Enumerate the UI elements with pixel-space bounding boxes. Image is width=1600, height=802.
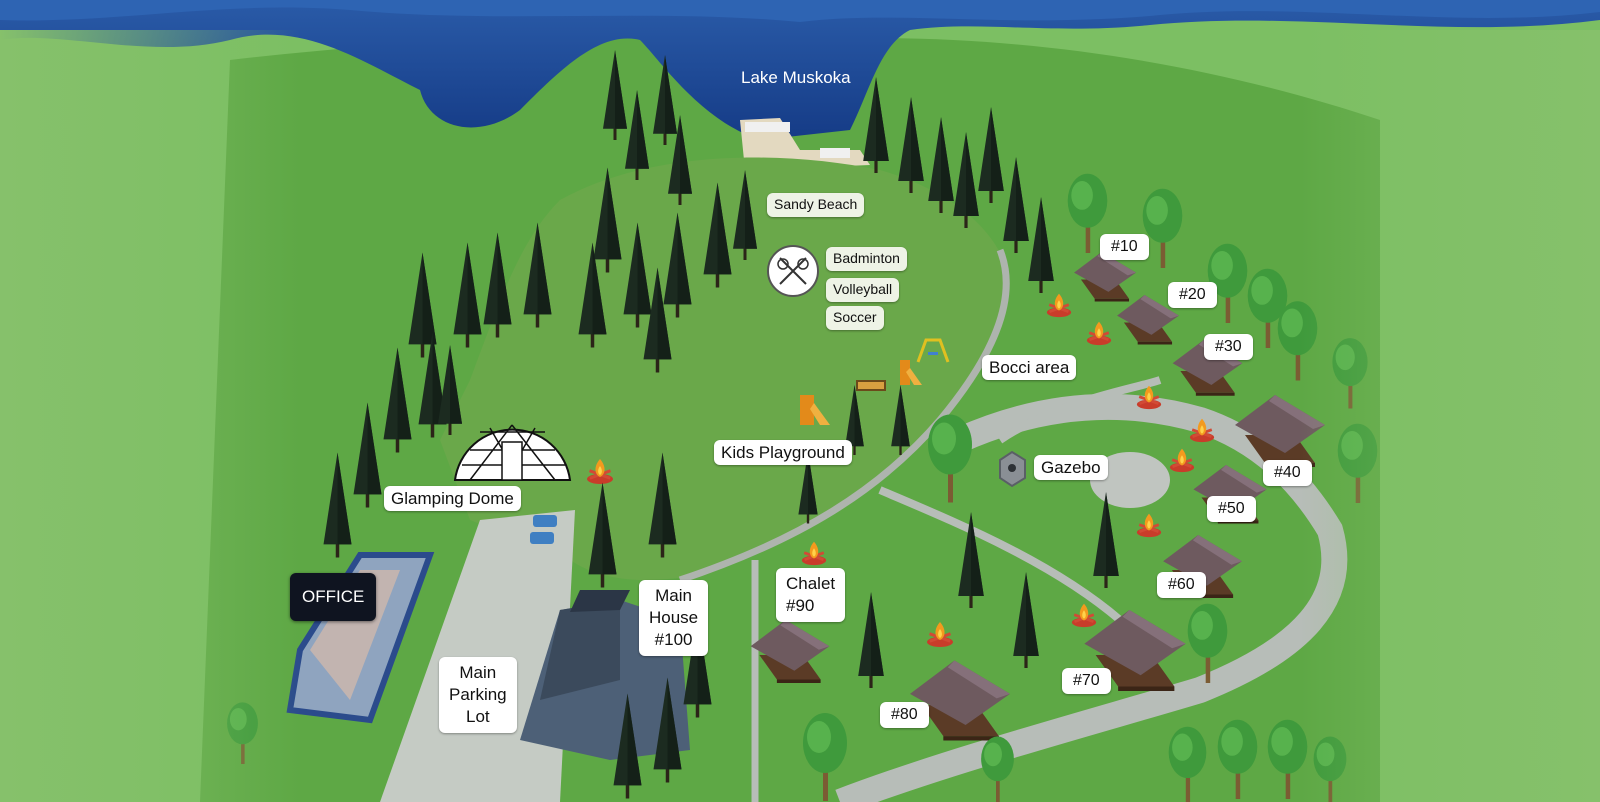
bocci-area-label[interactable]: Bocci area bbox=[982, 355, 1077, 381]
lake-muskoka-label: Lake Muskoka bbox=[741, 68, 851, 87]
chalet-90-label[interactable]: Chalet #90 bbox=[776, 568, 846, 622]
cabin-10-label[interactable]: #10 bbox=[1100, 234, 1149, 260]
cabin-50-label[interactable]: #50 bbox=[1207, 496, 1256, 522]
gazebo-label[interactable]: Gazebo bbox=[1034, 455, 1108, 481]
office-label[interactable]: OFFICE bbox=[290, 573, 377, 621]
kids-playground-label[interactable]: Kids Playground bbox=[714, 440, 852, 466]
cabin-30-label[interactable]: #30 bbox=[1204, 334, 1253, 360]
volleyball-label[interactable]: Volleyball bbox=[826, 278, 900, 302]
parking-line-2: Parking bbox=[449, 685, 507, 704]
cabin-20-label[interactable]: #20 bbox=[1168, 282, 1217, 308]
parking-line-1: Main bbox=[459, 663, 497, 682]
cabin-70-label[interactable]: #70 bbox=[1062, 668, 1111, 694]
sandy-beach-label[interactable]: Sandy Beach bbox=[767, 193, 865, 217]
badminton-label[interactable]: Badminton bbox=[826, 247, 907, 271]
main-house-label[interactable]: Main House #100 bbox=[639, 580, 709, 656]
glamping-dome-label[interactable]: Glamping Dome bbox=[384, 486, 521, 512]
main-parking-lot-label[interactable]: Main Parking Lot bbox=[439, 657, 517, 733]
soccer-label[interactable]: Soccer bbox=[826, 306, 884, 330]
chalet-line-1: Chalet bbox=[786, 574, 836, 593]
cabin-80-label[interactable]: #80 bbox=[880, 702, 929, 728]
main-house-line-2: House bbox=[649, 608, 699, 627]
main-house-line-3: #100 bbox=[654, 630, 693, 649]
main-house-line-1: Main bbox=[655, 586, 692, 605]
cabin-40-label[interactable]: #40 bbox=[1263, 460, 1312, 486]
cabin-60-label[interactable]: #60 bbox=[1157, 572, 1206, 598]
chalet-line-2: #90 bbox=[786, 596, 815, 615]
parking-line-3: Lot bbox=[466, 707, 490, 726]
